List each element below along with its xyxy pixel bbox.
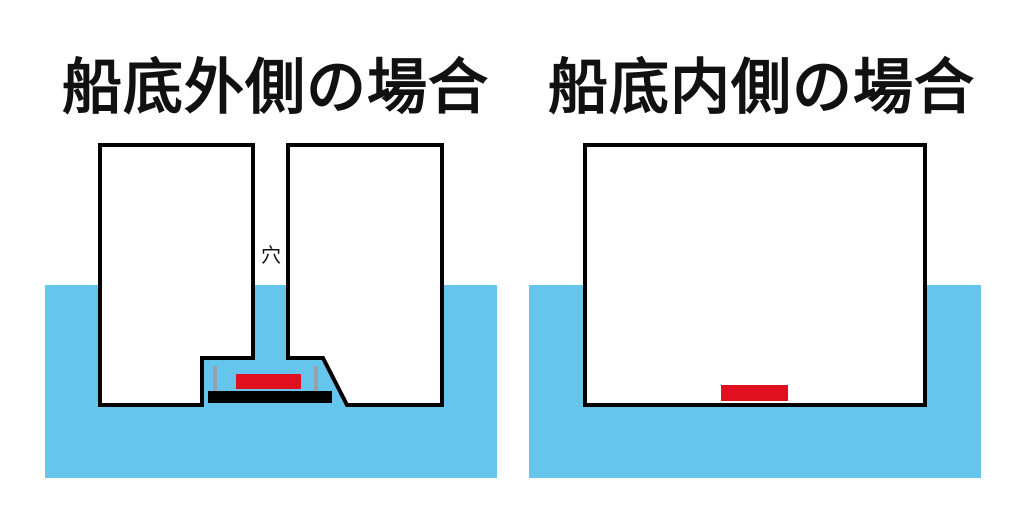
support-bar-left — [213, 366, 217, 391]
hull-left-part — [98, 143, 255, 407]
hull-box — [583, 143, 927, 407]
red-block-inside — [721, 385, 788, 401]
black-plate — [208, 391, 332, 403]
title-inside-hull: 船底内側の場合 — [548, 53, 975, 123]
hole-label: 穴 — [261, 243, 281, 267]
support-bar-right — [314, 366, 318, 391]
hull-right-part — [286, 143, 444, 407]
left-panel: 穴 — [45, 143, 497, 478]
right-panel — [529, 143, 981, 478]
red-block-outside — [236, 374, 301, 389]
title-outside-hull: 船底外側の場合 — [62, 53, 489, 123]
